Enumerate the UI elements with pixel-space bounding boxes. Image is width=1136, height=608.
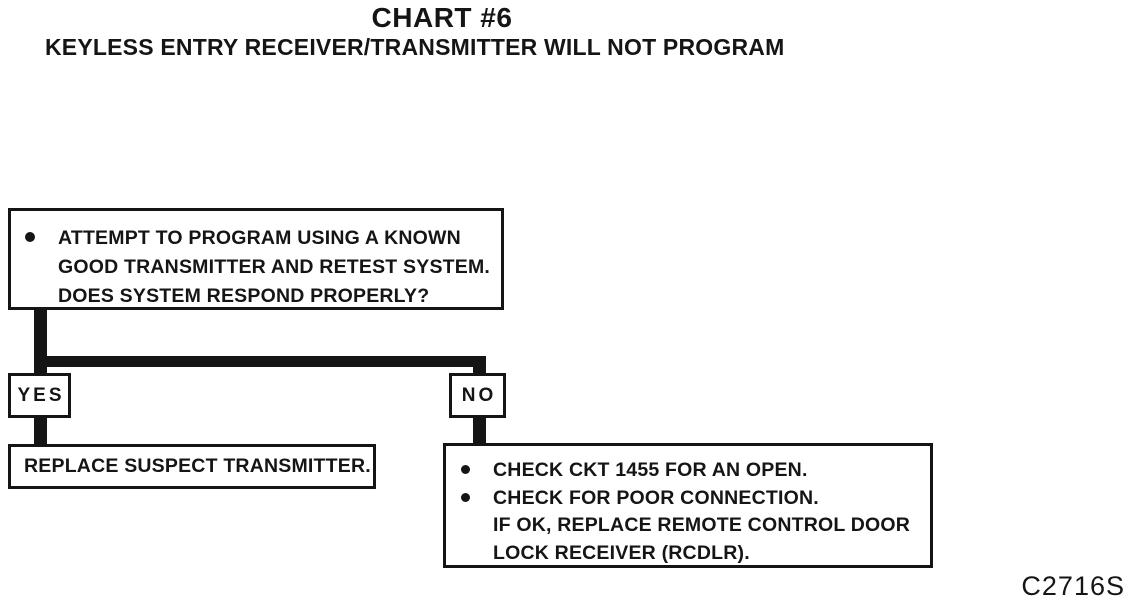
no-action-row: CHECK CKT 1455 FOR AN OPEN. <box>461 457 924 485</box>
no-action-row: IF OK, REPLACE REMOTE CONTROL DOOR <box>461 512 924 540</box>
connector-branch-horizontal <box>34 356 486 367</box>
bullet-icon <box>25 232 35 242</box>
start-question-box: ATTEMPT TO PROGRAM USING A KNOWN GOOD TR… <box>8 208 504 310</box>
yes-action-text: REPLACE SUSPECT TRANSMITTER. <box>24 455 371 477</box>
no-action-line: CHECK FOR POOR CONNECTION. <box>493 486 819 509</box>
no-action-line: CHECK CKT 1455 FOR AN OPEN. <box>493 459 808 481</box>
yes-branch-label: YES <box>8 373 71 418</box>
start-question-line: GOOD TRANSMITTER AND RETEST SYSTEM. <box>58 256 491 278</box>
start-question-line: DOES SYSTEM RESPOND PROPERLY? <box>58 285 430 307</box>
no-action-line: IF OK, REPLACE REMOTE CONTROL DOOR <box>493 514 911 536</box>
no-action-row: LOCK RECEIVER (RCDLR). <box>461 540 924 568</box>
bullet-icon <box>461 492 470 502</box>
yes-action-box: REPLACE SUSPECT TRANSMITTER. <box>8 444 376 489</box>
no-branch-label-text: NO <box>461 384 497 406</box>
chart-title: CHART #6 <box>371 2 513 33</box>
start-question-text: ATTEMPT TO PROGRAM USING A KNOWN GOOD TR… <box>58 224 490 311</box>
connector-no-drop <box>473 356 486 376</box>
no-action-line: LOCK RECEIVER (RCDLR). <box>493 541 750 564</box>
start-question-line: ATTEMPT TO PROGRAM USING A KNOWN <box>58 227 461 249</box>
yes-branch-label-text: YES <box>17 384 65 406</box>
connector-no-down <box>473 417 486 445</box>
no-action-box: CHECK CKT 1455 FOR AN OPEN. CHECK FOR PO… <box>443 443 933 568</box>
connector-yes-down <box>34 417 47 445</box>
chart-subtitle: KEYLESS ENTRY RECEIVER/TRANSMITTER WILL … <box>45 34 785 60</box>
no-branch-label: NO <box>449 373 506 418</box>
figure-code: C2716S <box>1021 571 1125 601</box>
no-action-row: CHECK FOR POOR CONNECTION. <box>461 485 924 513</box>
bullet-icon <box>461 465 470 474</box>
